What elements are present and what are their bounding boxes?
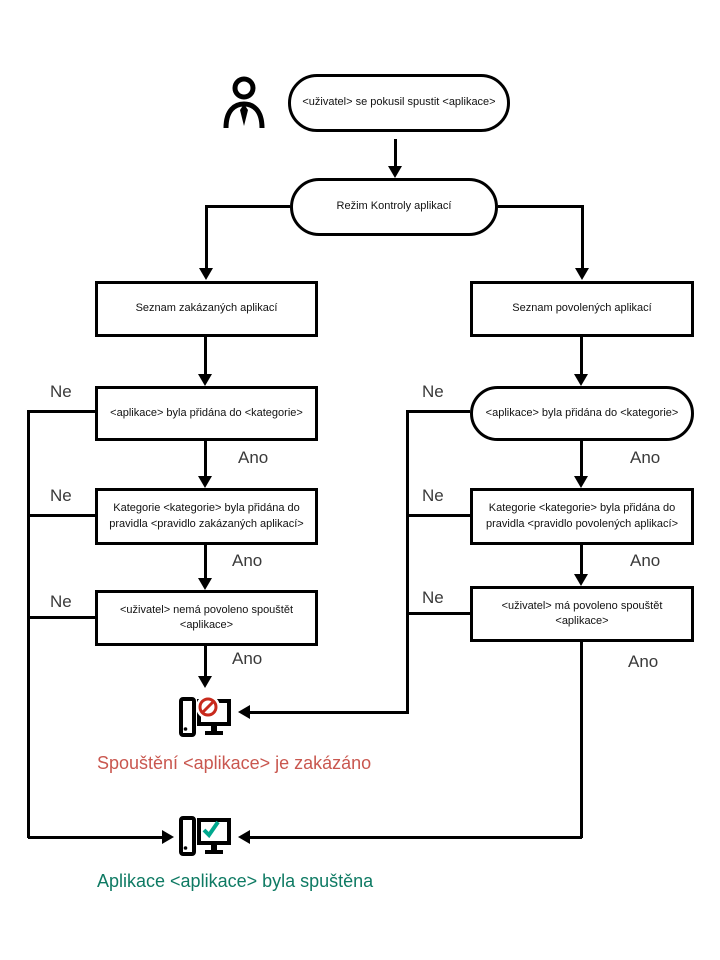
person-icon <box>223 76 265 129</box>
arrowhead-down-icon <box>198 374 212 386</box>
check-icon <box>202 820 220 839</box>
arrowhead-right-icon <box>162 830 174 844</box>
connector-line <box>250 836 582 839</box>
connector-line <box>407 612 470 615</box>
edge-label-no: Ne <box>422 588 444 607</box>
edge-label-yes: Ano <box>232 551 263 570</box>
connector-line <box>581 205 584 269</box>
edge-label-no: Ne <box>422 486 444 505</box>
connector-line <box>250 711 408 714</box>
edge-label-no: Ne <box>50 486 72 505</box>
connector-line <box>580 545 583 575</box>
prohibition-icon <box>196 695 220 719</box>
edge-label-yes: Ano <box>232 649 263 668</box>
node-start: <uživatel> se pokusil spustit <aplikace> <box>288 74 510 132</box>
edge-label-no: Ne <box>422 382 444 401</box>
connector-line <box>28 836 162 839</box>
connector-line <box>407 410 470 413</box>
edge-label-no: Ne <box>50 382 72 401</box>
status-blocked-text: Spouštění <aplikace> je zakázáno <box>97 753 372 773</box>
node-allow-rule: Kategorie <kategorie> byla přidána do pr… <box>470 488 694 545</box>
node-allow-user: <uživatel> má povoleno spouštět <aplikac… <box>470 586 694 642</box>
connector-line <box>28 410 95 413</box>
connector-line <box>204 337 207 375</box>
arrowhead-down-icon <box>574 476 588 488</box>
connector-line <box>206 205 290 208</box>
edge-label-yes: Ano <box>238 448 269 467</box>
status-launched-text: Aplikace <aplikace> byla spuštěna <box>97 871 374 891</box>
edge-label-yes: Ano <box>630 448 661 467</box>
arrowhead-left-icon <box>238 830 250 844</box>
computer-blocked-icon <box>179 695 231 737</box>
arrowhead-down-icon <box>574 574 588 586</box>
connector-line <box>204 646 207 678</box>
computer-launched-icon <box>179 816 231 856</box>
node-deny-rule: Kategorie <kategorie> byla přidána do pr… <box>95 488 318 545</box>
connector-line <box>580 337 583 375</box>
edge-label-yes: Ano <box>630 551 661 570</box>
connector-line <box>205 205 208 269</box>
connector-line <box>27 410 30 838</box>
node-allowlist: Seznam povolených aplikací <box>470 281 694 337</box>
connector-line <box>580 441 583 477</box>
connector-line <box>407 514 470 517</box>
arrowhead-down-icon <box>198 676 212 688</box>
connector-line <box>394 139 397 167</box>
arrowhead-down-icon <box>198 476 212 488</box>
connector-line <box>28 616 95 619</box>
connector-line <box>204 441 207 477</box>
arrowhead-down-icon <box>198 578 212 590</box>
node-denylist: Seznam zakázaných aplikací <box>95 281 318 337</box>
connector-line <box>580 642 583 838</box>
node-allow-category: <aplikace> byla přidána do <kategorie> <box>470 386 694 441</box>
connector-line <box>28 514 95 517</box>
edge-label-yes: Ano <box>628 652 659 671</box>
arrowhead-down-icon <box>199 268 213 280</box>
edge-label-no: Ne <box>50 592 72 611</box>
arrowhead-down-icon <box>388 166 402 178</box>
connector-line <box>498 205 583 208</box>
arrowhead-down-icon <box>574 374 588 386</box>
node-mode: Režim Kontroly aplikací <box>290 178 498 236</box>
connector-line <box>204 545 207 579</box>
arrowhead-down-icon <box>575 268 589 280</box>
node-deny-user: <uživatel> nemá povoleno spouštět <aplik… <box>95 590 318 646</box>
node-deny-category: <aplikace> byla přidána do <kategorie> <box>95 386 318 441</box>
connector-line <box>406 410 409 714</box>
arrowhead-left-icon <box>238 705 250 719</box>
